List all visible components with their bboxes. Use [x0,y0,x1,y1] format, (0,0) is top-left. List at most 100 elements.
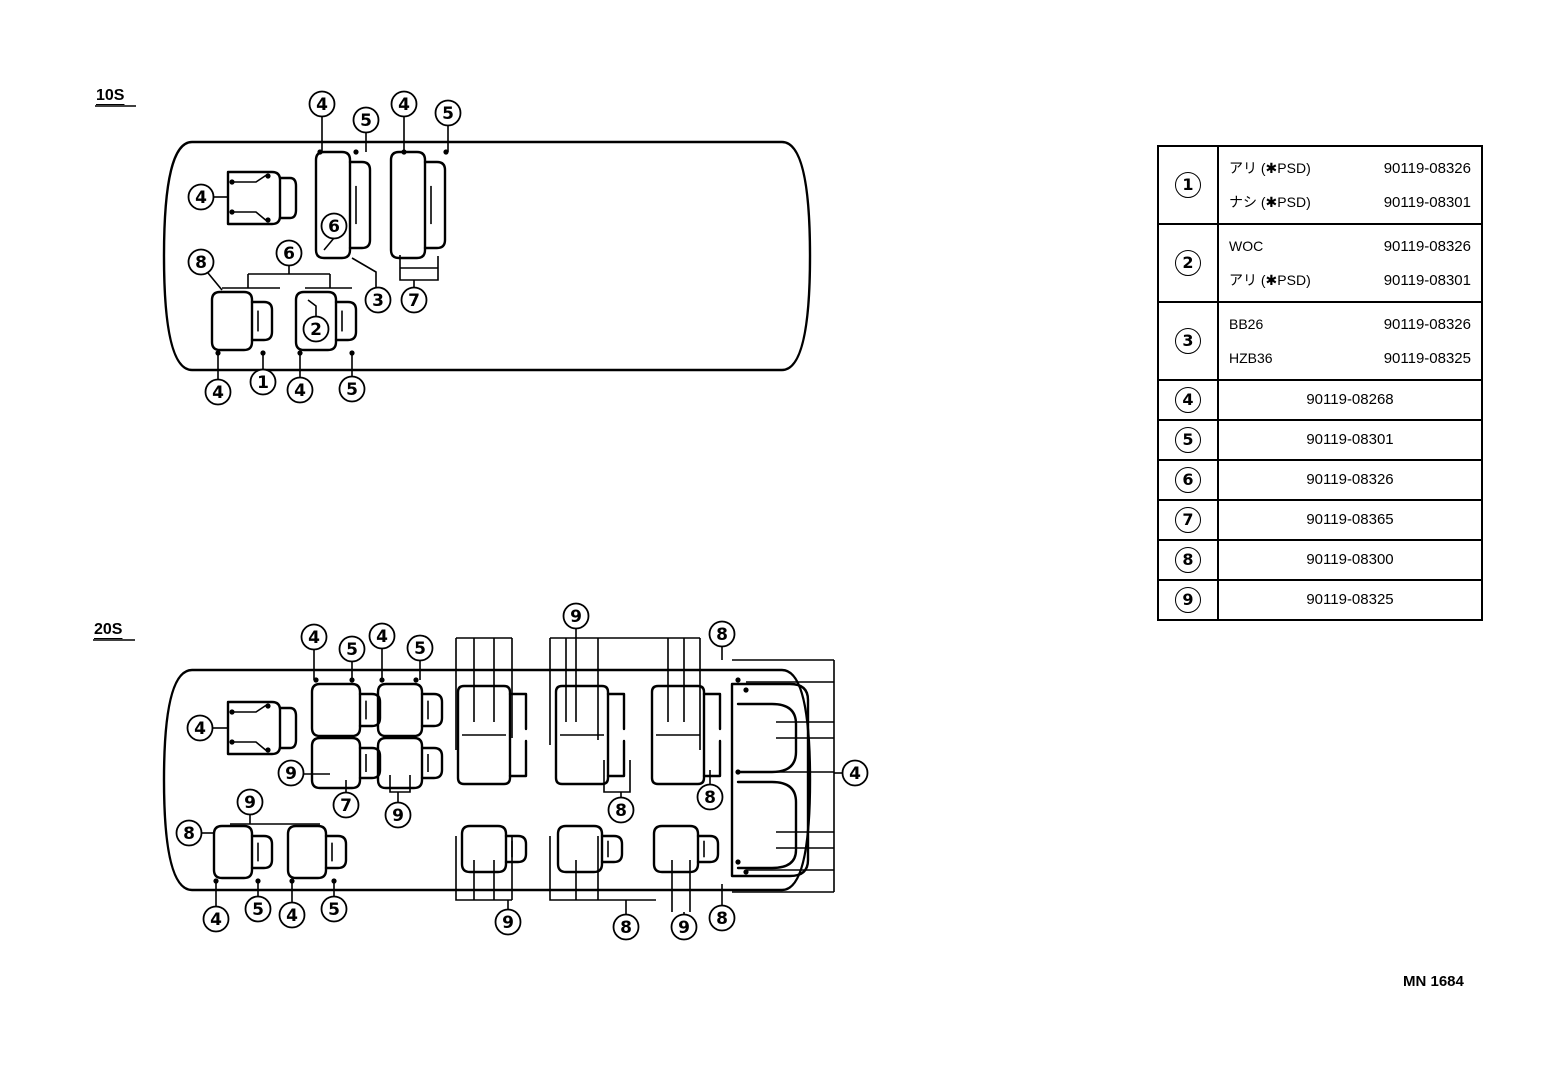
seat-cushion [460,824,508,874]
callout-7: 7 [332,791,360,819]
seat-back [423,160,447,250]
callout-6: 6 [275,239,303,267]
variant-condition: アリ (✱PSD) [1229,160,1311,176]
callout-number: 4 [286,906,298,926]
seat-cushion [376,736,424,790]
callout-number: 5 [442,104,454,124]
callout-5: 5 [320,895,348,923]
callout-8: 8 [696,783,724,811]
seat-back [250,300,274,342]
callout-number: 8 [183,824,195,844]
callout-4: 4 [286,376,314,404]
callout-4: 4 [278,901,306,929]
callout-4: 4 [186,714,214,742]
part-key-badge: 7 [1175,507,1201,533]
callout-4: 4 [841,759,869,787]
part-number: 90119-08301 [1306,431,1394,448]
variant-condition: アリ (✱PSD) [1229,272,1311,288]
callout-circle [249,368,277,396]
callout-number: 7 [408,291,420,311]
callout-number: 5 [328,900,340,920]
mount-point [735,769,741,775]
callout-circle [278,901,306,929]
part-key-badge: 1 [1175,172,1201,198]
callout-circle [320,895,348,923]
callout-circle [186,714,214,742]
rear-bench-outline [730,682,810,878]
callout-number: 4 [194,719,206,739]
variant-condition: WOC [1229,238,1264,254]
callout-circle [352,106,380,134]
vehicle-body-outline [162,140,812,372]
variant-condition: BB26 [1229,316,1264,332]
driver-seat-frame [232,173,269,223]
callout-number: 8 [716,909,728,929]
bracket-9-low [230,815,320,825]
callout-8: 8 [175,819,203,847]
callout-circle [364,286,392,314]
callout-circle [390,90,418,118]
section-label-10s: 10S [96,87,125,104]
callout-number: 6 [328,217,340,237]
mount-point [735,677,741,683]
callout-circle [204,378,232,406]
callout-number: 9 [570,607,582,627]
bracket-8-top [610,637,701,750]
callout-5: 5 [338,635,366,663]
callout-number: 4 [210,910,222,930]
callout-number: 9 [244,793,256,813]
seat-back [600,834,624,864]
part-number: 90119-08301 [1383,271,1471,289]
callout-9: 9 [562,602,590,630]
seat-back [696,834,720,864]
callout-number: 5 [346,640,358,660]
mount-point [265,747,271,753]
callout-circle [187,248,215,276]
seat-back [324,834,348,870]
seat-back [358,692,382,728]
callout-circle [384,801,412,829]
callout-number: 4 [308,628,320,648]
part-number: 90119-08326 [1383,159,1471,177]
callout-number: 6 [283,244,295,264]
callout-circle [302,315,330,343]
leader [307,299,317,316]
callout-number: 9 [392,806,404,826]
callout-circle [202,905,230,933]
callout-4: 4 [187,183,215,211]
mount-point [265,173,271,179]
callout-8: 8 [708,620,736,648]
seat-cushion [314,150,352,260]
callout-4: 4 [202,905,230,933]
callout-circle [708,620,736,648]
callout-number: 8 [620,918,632,938]
callout-number: 8 [615,801,627,821]
seat-cushion [389,150,427,260]
seat-cushion [294,290,338,352]
seat-cushion [652,824,700,874]
callout-circle [187,183,215,211]
seat-back [420,746,444,780]
leader [323,237,335,251]
part-key-badge: 6 [1175,467,1201,493]
rear-bench-brackets [732,659,835,893]
bench-back [606,692,626,778]
part-key-badge: 2 [1175,250,1201,276]
callout-number: 1 [257,373,269,393]
bracket-9-top-mid [549,626,610,745]
vehicle-body-outline [162,668,812,892]
mount-point [265,703,271,709]
callout-number: 8 [704,788,716,808]
part-number: 90119-08300 [1306,551,1394,568]
callout-circle [406,634,434,662]
callout-4: 4 [368,622,396,650]
callout-2: 2 [302,315,330,343]
callout-number: 3 [372,291,384,311]
callout-circle [236,788,264,816]
